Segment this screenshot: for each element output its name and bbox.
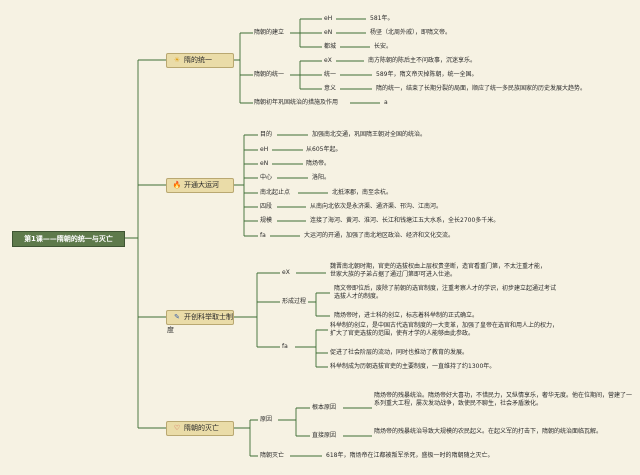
node-early-measures[interactable]: 隋朝初年巩固统治的措施及作用 [254,99,339,106]
node-founding-time-value: 581年。 [370,15,394,22]
heart-icon: ♡ [173,424,181,432]
node-canal-person[interactable]: eN [260,160,269,167]
node-direct-cause[interactable]: 直接原因 [312,432,337,439]
pencil-icon: ✎ [174,313,180,321]
node-canal-sections[interactable]: 四段 [260,203,273,210]
topic-imperial-exam[interactable]: ✎开创科举取士制度 [166,310,234,334]
node-canal-endpoints-value: 北抵涿郡，南至余杭。 [332,189,393,196]
topic-label: 隋的统一 [184,56,212,64]
node-canal-time[interactable]: eH [260,146,269,153]
node-exam-effect-3: 科举制成为历朝选拔官吏的主要制度，一直维持了约1300年。 [330,363,496,370]
node-exam-formation-1: 隋文帝即位后，废除了前朝的选官制度，注重考察人才的学识，初步建立起通过考试选拔人… [334,285,557,300]
node-canal-endpoints[interactable]: 南北起止点 [260,189,291,196]
topic-unification[interactable]: ☀隋的统一 [166,53,234,68]
node-canal-person-value: 隋炀帝。 [306,160,331,167]
node-founding[interactable]: 隋朝的建立 [254,29,285,36]
node-founder-label[interactable]: eN [324,29,333,36]
node-exam-formation[interactable]: 形成过程 [282,298,307,305]
node-exam-background-value: 魏晋南北朝时期，官吏的选拔权由上层权贵垄断，造官看重门第，不太注重才能，世家大族… [330,263,547,278]
node-unify-background-value: 南方陈朝的陈后主不问政事，沉迷享乐。 [368,57,477,64]
node-capital-label[interactable]: 都城 [324,43,337,50]
sun-icon: ☀ [173,56,181,64]
node-canal-sections-value: 从南向北依次是永济渠、通济渠、邗沟、江南河。 [310,203,443,210]
node-exam-effect[interactable]: fa [282,343,288,350]
topic-label: 开通大运河 [184,181,219,189]
node-canal-scale[interactable]: 规模 [260,217,273,224]
node-canal-effect[interactable]: fa [260,232,266,239]
node-canal-scale-value: 连接了海河、黄河、淮河、长江和钱塘江五大水系，全长2700多千米。 [310,217,500,224]
node-unify-significance-value: 隋的统一，结束了长期分裂的局面，顺应了统一多民族国家的历史发展大趋势。 [376,85,587,92]
node-unify-event-value: 589年，隋文帝灭掉陈朝，统一全国。 [376,71,478,78]
node-exam-formation-2: 隋炀帝时，进士科的创立，标志着科举制的正式确立。 [334,312,479,319]
node-root-cause-value: 隋炀帝的残暴统治。隋炀帝好大喜功，不惜民力，又纵情享乐，奢华无度。他在位期间，营… [374,392,633,407]
topic-sui-fall[interactable]: ♡隋朝的灭亡 [166,421,234,436]
node-unify-background-label[interactable]: eX [324,57,332,64]
root-topic[interactable]: 第1课——隋朝的统一与灭亡 [12,231,125,247]
node-canal-purpose-value: 加强南北交通，巩固隋王朝对全国的统治。 [312,131,427,138]
node-sui-destroyed-value: 618年，隋炀帝在江都被叛军杀死，盛极一时的隋朝随之灭亡。 [326,452,494,459]
node-root-cause[interactable]: 根本原因 [312,404,337,411]
node-unify[interactable]: 隋朝的统一 [254,71,285,78]
node-canal-center-value: 洛阳。 [312,174,331,181]
node-unify-significance-label[interactable]: 意义 [324,85,337,92]
node-capital-value: 长安。 [374,43,393,50]
node-founder-value: 杨坚（北周外戚），即隋文帝。 [370,29,452,36]
node-early-measures-value: a [384,99,388,106]
node-direct-cause-value: 隋炀帝的残暴统治导致大规模的农民起义。在起义军的打击下，隋朝的统治面临瓦解。 [374,428,603,435]
node-canal-center[interactable]: 中心 [260,174,273,181]
node-unify-event-label[interactable]: 统一 [324,71,337,78]
node-exam-effect-2: 促进了社会阶层的流动，同时也推动了教育的发展。 [330,349,469,356]
node-exam-background[interactable]: eX [282,269,290,276]
fire-icon: 🔥 [172,181,182,189]
node-exam-effect-1: 科举制的创立，是中国古代选官制度的一大变革，加强了皇帝在选官和用人上的权力，扩大… [330,322,559,337]
node-canal-purpose[interactable]: 目的 [260,131,273,138]
topic-label: 隋朝的灭亡 [184,424,219,432]
node-founding-time-label[interactable]: eH [324,15,333,22]
topic-label: 开创科举取士制度 [167,313,233,334]
node-sui-destroyed[interactable]: 隋朝灭亡 [260,452,285,459]
node-fall-causes[interactable]: 原因 [260,416,273,423]
topic-grand-canal[interactable]: 🔥开通大运河 [166,178,234,193]
node-canal-time-value: 从605年起。 [306,146,342,153]
node-canal-effect-value: 大运河的开通，加强了南北地区政治、经济和文化交流。 [304,232,455,239]
